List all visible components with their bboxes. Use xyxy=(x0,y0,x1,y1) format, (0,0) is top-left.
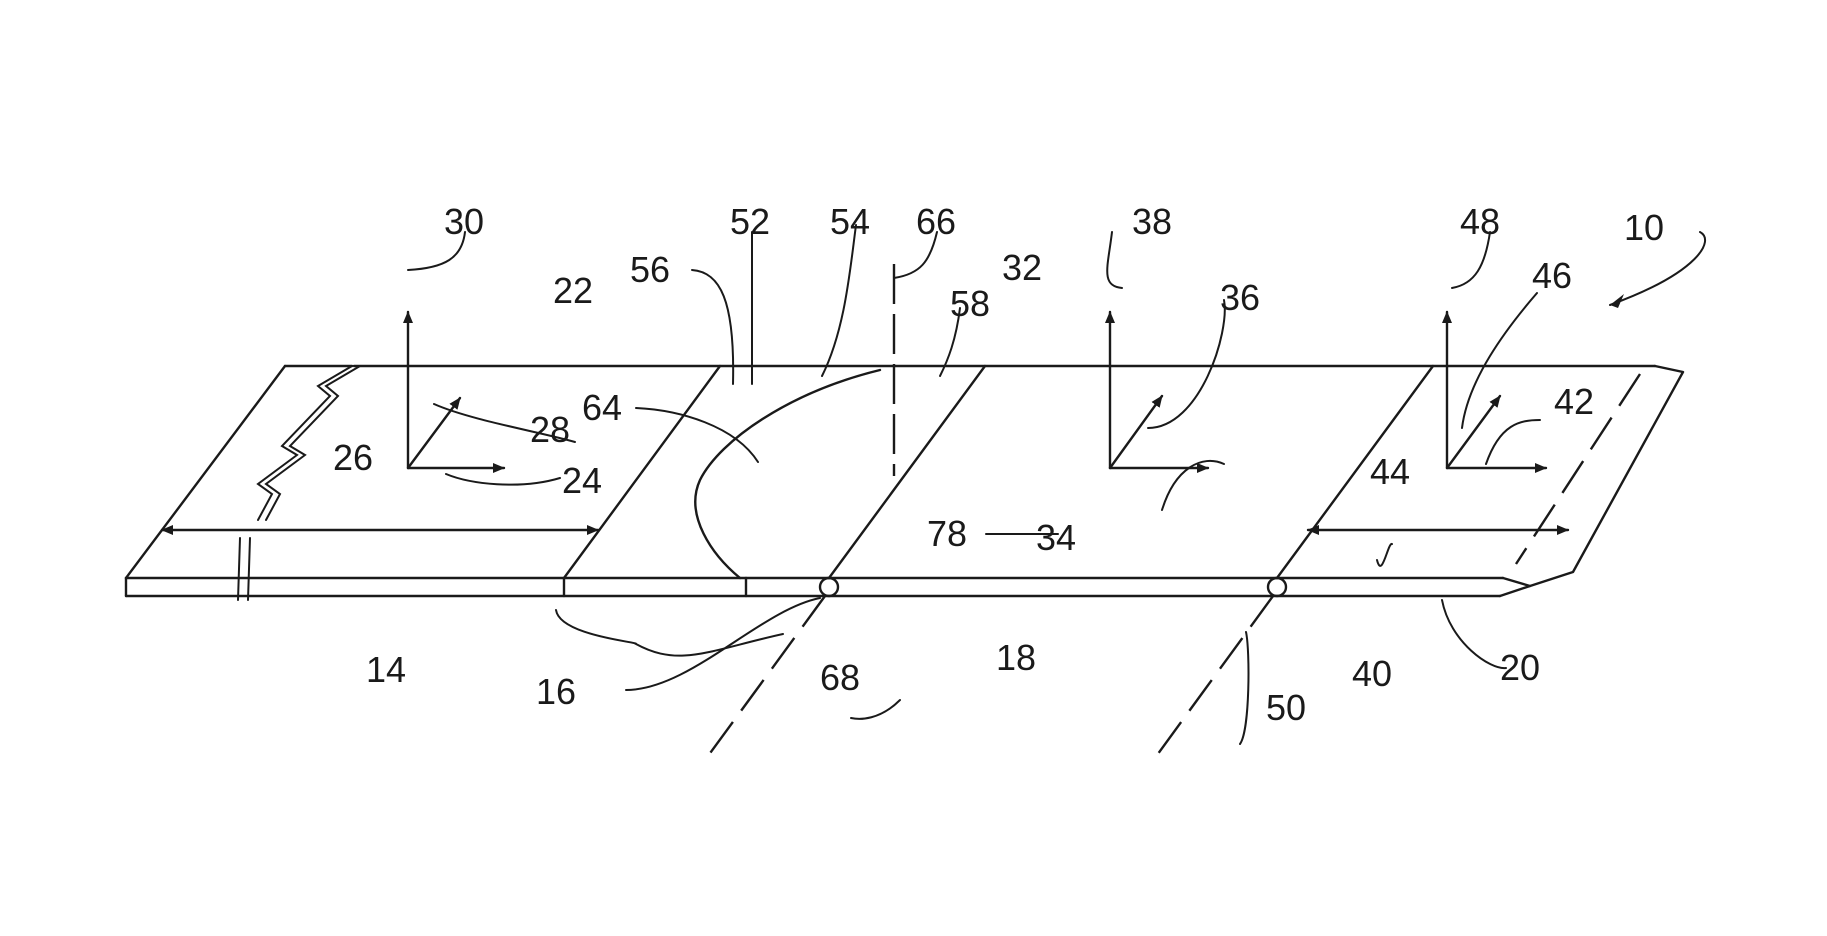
label-42: 42 xyxy=(1554,381,1594,422)
plate-right-tip xyxy=(1500,578,1530,596)
coordinate-system-left xyxy=(408,312,504,468)
break-line-front-1 xyxy=(238,538,240,600)
plate xyxy=(126,264,1683,762)
label-68: 68 xyxy=(820,657,860,698)
label-20: 20 xyxy=(1500,647,1540,688)
label-52: 52 xyxy=(730,201,770,242)
label-64: 64 xyxy=(582,387,622,428)
axis-line-50 xyxy=(1152,596,1273,762)
label-46: 46 xyxy=(1532,255,1572,296)
label-44: 44 xyxy=(1370,451,1410,492)
label-34: 34 xyxy=(1036,517,1076,558)
label-24: 24 xyxy=(562,460,602,501)
label-38: 38 xyxy=(1132,201,1172,242)
label-56: 56 xyxy=(630,249,670,290)
plate-left-side xyxy=(126,366,285,578)
coordinate-system-right xyxy=(1447,312,1546,468)
label-26: 26 xyxy=(333,437,373,478)
break-line-front-2 xyxy=(248,538,250,600)
label-32: 32 xyxy=(1002,247,1042,288)
pivot-point-50 xyxy=(1268,578,1286,596)
label-10: 10 xyxy=(1624,207,1664,248)
coordinate-system-middle xyxy=(1110,312,1208,468)
label-66: 66 xyxy=(916,201,956,242)
label-18: 18 xyxy=(996,637,1036,678)
label-36: 36 xyxy=(1220,277,1260,318)
label-16: 16 xyxy=(536,671,576,712)
label-40: 40 xyxy=(1352,653,1392,694)
label-58: 58 xyxy=(950,283,990,324)
label-28: 28 xyxy=(530,409,570,450)
label-78: 78 xyxy=(927,513,967,554)
axis-line-68 xyxy=(708,596,825,756)
label-50: 50 xyxy=(1266,687,1306,728)
label-14: 14 xyxy=(366,649,406,690)
pivot-point-68 xyxy=(820,578,838,596)
label-22: 22 xyxy=(553,270,593,311)
reference-numerals: 30 22 28 26 24 14 16 56 52 54 64 66 58 3… xyxy=(333,201,1664,728)
label-54: 54 xyxy=(830,201,870,242)
plate-right-bevel xyxy=(1530,366,1683,586)
label-48: 48 xyxy=(1460,201,1500,242)
label-30: 30 xyxy=(444,201,484,242)
